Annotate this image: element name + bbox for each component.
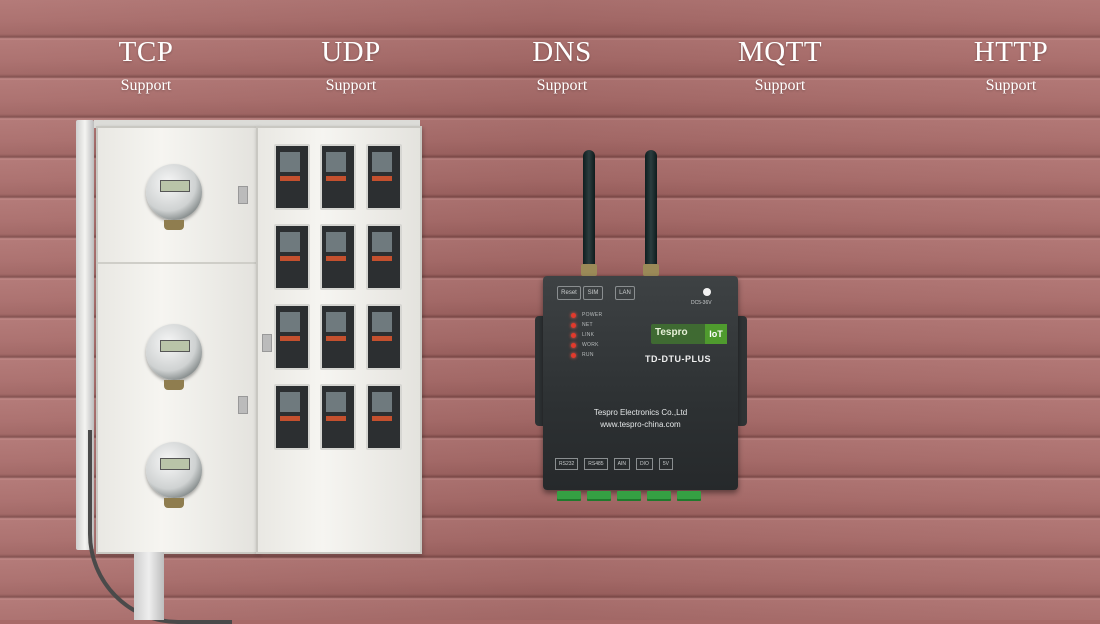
lan-port: LAN xyxy=(615,286,635,300)
sim-port: SIM xyxy=(583,286,603,300)
protocol-mqtt: MQTT Support xyxy=(700,36,860,95)
terminal-label: AIN xyxy=(613,458,630,470)
led-indicator-icon xyxy=(571,312,576,318)
reset-port: Reset xyxy=(557,286,581,300)
terminal-block xyxy=(587,491,611,501)
led-label: RUN xyxy=(582,352,594,358)
electric-meter xyxy=(146,164,202,230)
protocol-name: MQTT xyxy=(737,36,823,68)
brand-logo: Tespro IoT xyxy=(651,324,727,344)
sub-meter xyxy=(366,144,402,210)
brand-name: Tespro xyxy=(655,327,688,338)
led-label: LINK xyxy=(582,332,595,338)
protocol-support-label: Support xyxy=(536,77,588,94)
led-label: POWER xyxy=(582,312,603,318)
protocol-support-label: Support xyxy=(754,77,806,94)
cabinet-latch xyxy=(262,334,272,352)
company-name: Tespro Electronics Co.,Ltd xyxy=(593,408,688,417)
protocol-dns: DNS Support xyxy=(482,36,642,95)
protocol-tcp: TCP Support xyxy=(66,36,226,95)
mounting-ear xyxy=(735,316,747,426)
sub-meter xyxy=(274,304,310,370)
cabinet-top-rail xyxy=(94,120,420,128)
led-label: WORK xyxy=(582,342,599,348)
protocol-name: UDP xyxy=(321,36,381,68)
terminal-label: RS232 xyxy=(555,458,579,470)
protocol-name: HTTP xyxy=(973,36,1049,68)
iot-dtu-device: Reset SIM LAN DC5-36V POWER NET LINK WOR… xyxy=(535,150,750,502)
terminal-block xyxy=(647,491,671,501)
cabinet-latch xyxy=(238,396,248,414)
protocol-support-label: Support xyxy=(985,77,1037,94)
power-jack-icon xyxy=(703,288,711,296)
iot-badge: IoT xyxy=(705,324,727,344)
led-indicator-icon xyxy=(571,342,576,348)
power-label: DC5-36V xyxy=(691,300,712,306)
status-led-panel: POWER NET LINK WORK RUN xyxy=(571,310,602,360)
terminal-block xyxy=(557,491,581,501)
protocol-name: TCP xyxy=(118,36,174,68)
electric-meter xyxy=(146,324,202,390)
sub-meter xyxy=(320,224,356,290)
terminal-label-row: RS232 RS485 AIN DIO 5V xyxy=(555,458,673,470)
terminal-label: RS485 xyxy=(584,458,608,470)
panel-seam xyxy=(98,262,256,264)
sub-meter xyxy=(366,304,402,370)
antenna-icon xyxy=(581,150,597,276)
cabinet-latch xyxy=(238,186,248,204)
led-indicator-icon xyxy=(571,332,576,338)
terminal-label: DIO xyxy=(635,458,653,470)
terminal-block-row xyxy=(557,491,701,501)
device-model: TD-DTU-PLUS xyxy=(645,354,711,364)
device-body: Reset SIM LAN DC5-36V POWER NET LINK WOR… xyxy=(543,276,738,490)
sub-meter xyxy=(274,144,310,210)
protocol-support-label: Support xyxy=(325,77,377,94)
sub-meter xyxy=(320,304,356,370)
sub-meter xyxy=(366,224,402,290)
protocol-name: DNS xyxy=(532,36,592,68)
protocol-support-label: Support xyxy=(120,77,172,94)
sub-meter xyxy=(320,384,356,450)
led-indicator-icon xyxy=(571,352,576,358)
company-website: www.tespro-china.com xyxy=(600,420,681,429)
antenna-icon xyxy=(643,150,659,276)
protocol-http: HTTP Support xyxy=(931,36,1091,95)
terminal-block xyxy=(677,491,701,501)
sub-meter xyxy=(274,384,310,450)
sub-meter xyxy=(274,224,310,290)
sub-meter xyxy=(320,144,356,210)
cabinet-right-panel xyxy=(256,126,422,554)
sub-meter xyxy=(366,384,402,450)
cabinet-pipe xyxy=(134,552,164,620)
terminal-label: 5V xyxy=(658,458,673,470)
protocol-udp: UDP Support xyxy=(271,36,431,95)
led-label: NET xyxy=(582,322,593,328)
terminal-block xyxy=(617,491,641,501)
led-indicator-icon xyxy=(571,322,576,328)
